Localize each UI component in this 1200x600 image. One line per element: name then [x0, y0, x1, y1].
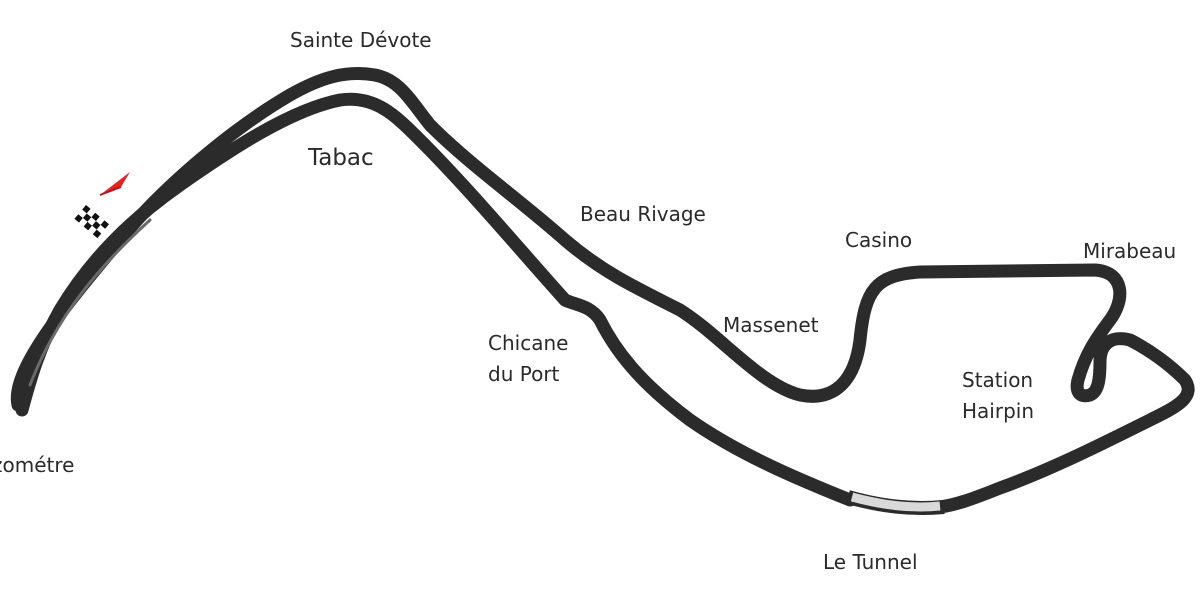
corner-label-tabac: Tabac [308, 145, 374, 171]
corner-label-chicane-line1: Chicane [488, 331, 569, 355]
corner-label-massenet: Massenet [723, 313, 819, 337]
red-flag-icon [99, 172, 130, 196]
corner-label-chicane-du-port: Chicane du Port [488, 328, 568, 390]
tunnel-highlight [850, 492, 941, 512]
corner-label-station-hairpin: Station Hairpin [962, 365, 1034, 427]
corner-label-le-tunnel: Le Tunnel [823, 550, 918, 574]
track-outline-outer [10, 67, 1195, 514]
corner-label-station-line1: Station [962, 368, 1034, 392]
checkered-flag-icon [74, 205, 109, 239]
pit-lane [28, 218, 152, 387]
corner-label-beau-rivage: Beau Rivage [580, 202, 706, 226]
track-outline-inner [15, 92, 857, 507]
corner-label-casino: Casino [845, 228, 913, 252]
corner-label-chicane-line2: du Port [488, 362, 560, 386]
corner-label-sainte-devote: Sainte Dévote [290, 28, 432, 52]
corner-label-anthony-noghes: zométre [0, 453, 75, 477]
corner-label-mirabeau: Mirabeau [1083, 239, 1177, 263]
corner-label-station-line2: Hairpin [962, 399, 1035, 423]
